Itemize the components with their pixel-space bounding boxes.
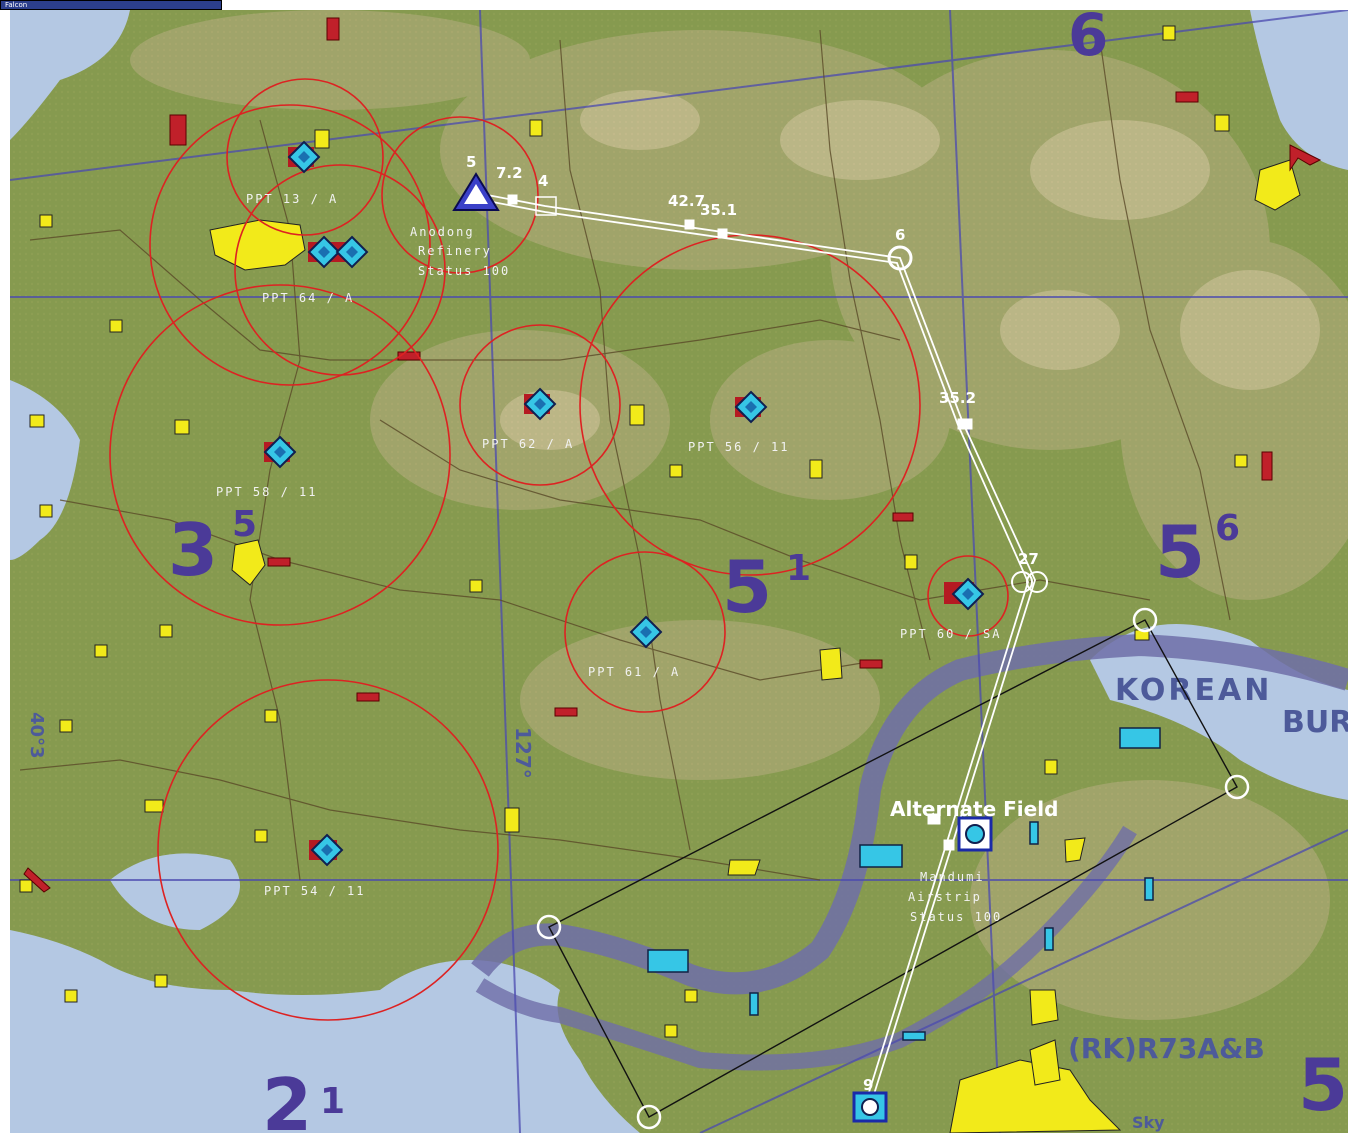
threat-label: PPT 62 / A: [482, 437, 574, 451]
region-label-bur: BUR: [1282, 705, 1348, 740]
route-steerpoints: [507, 194, 1048, 851]
airbase-markers: [19, 25, 1301, 1133]
steerpoint-label: 4: [538, 172, 548, 190]
sam-icon: [263, 435, 297, 469]
steerpoint-label: 35.1: [700, 201, 737, 219]
threat-label: PPT 60 / SA: [900, 627, 1001, 641]
city-label-sky: Sky: [1132, 1113, 1165, 1132]
terrain-texture: [10, 10, 1348, 1133]
grid-zone-number: 5: [1298, 1043, 1348, 1127]
sam-icon: [734, 390, 768, 424]
region-label-korean: KOREAN: [1115, 673, 1272, 708]
grid-zone-superscript: 6: [1215, 508, 1240, 549]
tactical-map[interactable]: PPT 13 / A PPT 64 / A PPT 62 / A PPT 56 …: [10, 10, 1348, 1133]
threat-label-group: PPT 13 / A PPT 64 / A PPT 62 / A PPT 56 …: [216, 192, 1001, 898]
grid-zone-number: 6: [1068, 10, 1108, 69]
threat-rings: [109, 78, 1009, 1021]
grid-zone-number: 5: [1155, 510, 1205, 594]
sam-icon: [944, 577, 985, 611]
window-title-tab[interactable]: Falcon: [0, 0, 222, 10]
left-frame-border: [0, 10, 10, 1133]
package-area-box: [548, 619, 1238, 1118]
alternate-field-type: Airstrip: [908, 890, 982, 904]
friendly-unit-markers: [647, 727, 1161, 1041]
grid-zone-number: 3: [168, 508, 218, 592]
target-stpt-number: 5: [466, 153, 476, 171]
steerpoint-labels: 5 7.2 4 42.7 35.1 6 35.2 27 9: [466, 153, 1039, 1094]
sam-icon: [629, 615, 663, 649]
alternate-field-info: Alternate Field Mandumi Airstrip Status …: [890, 797, 1058, 924]
enemy-unit-markers: [23, 17, 1322, 893]
threat-label: PPT 64 / A: [262, 291, 354, 305]
road-network: [19, 29, 1231, 881]
dmz-buffer-zone: [471, 633, 1348, 995]
steerpoint-label: 9: [863, 1076, 873, 1094]
flight-route: [476, 192, 1036, 1108]
target-status: Status 100: [418, 264, 510, 278]
steerpoint-label: 7.2: [496, 164, 523, 182]
sam-icon: [307, 235, 369, 269]
target-info: Anodong Refinery Status 100: [410, 225, 510, 278]
grid-zone-number: 2: [262, 1063, 312, 1133]
threat-label: PPT 54 / 11: [264, 884, 365, 898]
threat-label: PPT 13 / A: [246, 192, 338, 206]
map-grid: [10, 10, 1348, 1133]
home-airfield-icon[interactable]: [852, 1091, 888, 1123]
steerpoint-label: 42.7: [668, 192, 705, 210]
restricted-area-label: (RK)R73A&B: [1068, 1032, 1265, 1065]
steerpoint-label: 6: [895, 226, 905, 244]
threat-label: PPT 61 / A: [588, 665, 680, 679]
target-marker[interactable]: [452, 172, 557, 216]
alternate-field-title: Alternate Field: [890, 797, 1058, 821]
threat-label: PPT 56 / 11: [688, 440, 789, 454]
longitude-label: 127°: [511, 727, 535, 779]
sam-icon: [287, 140, 321, 174]
edge-latitude-label: 40°3: [26, 712, 47, 759]
alternate-airfield-icon[interactable]: [957, 816, 993, 852]
alternate-field-status: Status 100: [910, 910, 1002, 924]
grid-zone-superscript: 1: [320, 1081, 345, 1122]
target-type: Refinery: [418, 244, 492, 258]
grid-zone-superscript: 5: [232, 504, 257, 545]
map-annotations: KOREAN BUR (RK)R73A&B 127° 40°3 Sky: [26, 673, 1348, 1132]
steerpoint-label: 27: [1018, 550, 1039, 568]
steerpoint-label: 35.2: [939, 389, 976, 407]
alternate-field-name: Mandumi: [920, 870, 985, 884]
sam-icon: [523, 387, 557, 421]
mgrs-zone-labels: 6 3 5 5 1 5 6 2 1 5: [168, 10, 1348, 1133]
package-corner-markers: [536, 607, 1250, 1130]
threat-label: PPT 58 / 11: [216, 485, 317, 499]
target-name: Anodong: [410, 225, 475, 239]
sam-icon: [309, 833, 344, 867]
sam-site-icons: [263, 140, 985, 867]
grid-zone-superscript: 1: [786, 548, 811, 589]
grid-zone-number: 5: [722, 545, 772, 629]
